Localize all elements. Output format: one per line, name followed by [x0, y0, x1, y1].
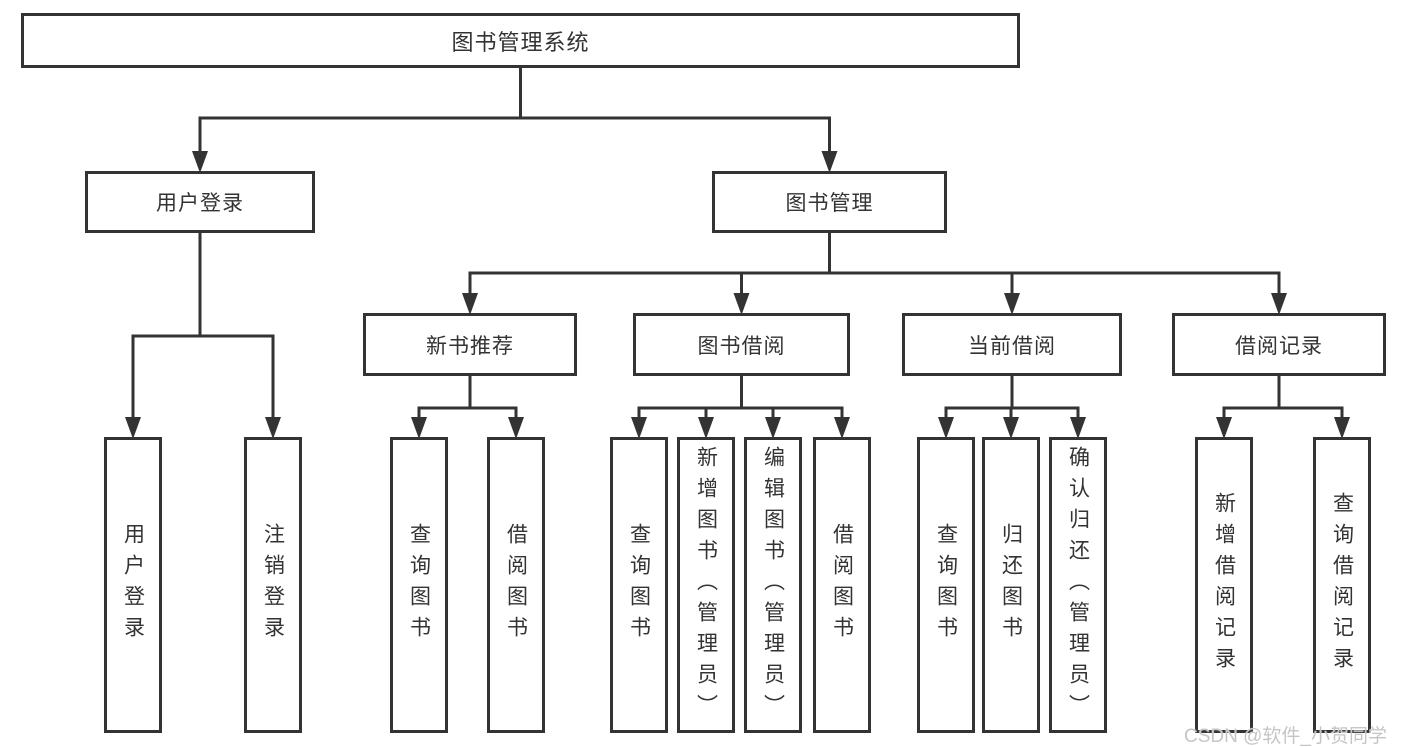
node-leaf-logout: 注销登录: [244, 437, 302, 733]
node-user-login: 用户登录: [85, 171, 315, 233]
node-label-leaf-add-book: 新增图书（管理员）: [694, 445, 718, 725]
node-label-new-book-recommend: 新书推荐: [426, 334, 514, 358]
node-label-leaf-add-borrow-record: 新增借阅记录: [1212, 492, 1236, 678]
node-leaf-add-borrow-record: 新增借阅记录: [1195, 437, 1253, 733]
node-label-leaf-logout: 注销登录: [261, 523, 285, 647]
node-label-borrow-records: 借阅记录: [1235, 334, 1323, 358]
node-leaf-user-login: 用户登录: [104, 437, 162, 733]
csdn-watermark: CSDN @软件_小贺同学: [1184, 726, 1387, 747]
node-leaf-query-book-2: 查询图书: [610, 437, 668, 733]
node-label-user-login: 用户登录: [156, 192, 244, 215]
node-leaf-add-book: 新增图书（管理员）: [677, 437, 735, 733]
node-book-management: 图书管理: [712, 171, 947, 233]
node-leaf-query-book-3: 查询图书: [917, 437, 975, 733]
node-label-current-borrow: 当前借阅: [968, 334, 1056, 358]
node-label-root: 图书管理系统: [451, 29, 590, 55]
node-label-leaf-borrow-book-2: 借阅图书: [830, 523, 854, 647]
node-label-leaf-query-book-1: 查询图书: [407, 523, 431, 647]
node-label-leaf-edit-book: 编辑图书（管理员）: [761, 445, 785, 725]
node-borrow-records: 借阅记录: [1172, 313, 1386, 376]
node-label-leaf-borrow-book-1: 借阅图书: [504, 523, 528, 647]
node-new-book-recommend: 新书推荐: [363, 313, 577, 376]
node-label-leaf-query-book-2: 查询图书: [627, 523, 651, 647]
node-label-leaf-query-book-3: 查询图书: [934, 523, 958, 647]
node-leaf-return-book: 归还图书: [982, 437, 1040, 733]
node-current-borrow: 当前借阅: [902, 313, 1122, 376]
node-leaf-edit-book: 编辑图书（管理员）: [744, 437, 802, 733]
node-leaf-borrow-book-1: 借阅图书: [487, 437, 545, 733]
node-label-book-borrow: 图书借阅: [697, 334, 786, 358]
node-label-leaf-user-login: 用户登录: [121, 523, 145, 647]
node-leaf-borrow-book-2: 借阅图书: [813, 437, 871, 733]
node-label-leaf-confirm-return: 确认归还（管理员）: [1066, 445, 1090, 725]
node-leaf-query-book-1: 查询图书: [390, 437, 448, 733]
node-leaf-query-borrow-record: 查询借阅记录: [1313, 437, 1371, 733]
node-root: 图书管理系统: [21, 13, 1020, 68]
node-leaf-confirm-return: 确认归还（管理员）: [1049, 437, 1107, 733]
node-label-leaf-return-book: 归还图书: [999, 523, 1023, 647]
node-label-leaf-query-borrow-record: 查询借阅记录: [1330, 492, 1354, 678]
node-label-book-management: 图书管理: [785, 192, 874, 215]
node-book-borrow: 图书借阅: [633, 313, 850, 376]
